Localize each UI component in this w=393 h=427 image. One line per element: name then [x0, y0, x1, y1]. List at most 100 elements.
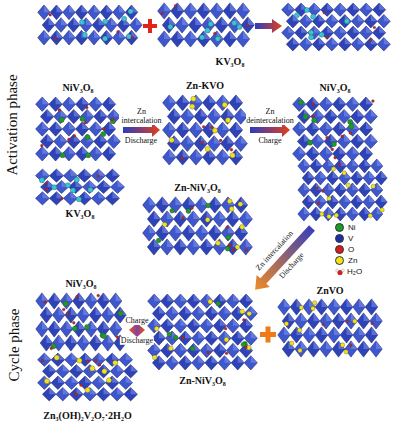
- legend-text: V: [348, 234, 353, 243]
- polyhedron-facet: [180, 319, 187, 326]
- structure-label: ZnVO: [277, 285, 383, 297]
- atom: [86, 360, 89, 363]
- polyhedron-facet: [233, 343, 240, 350]
- atom: [154, 326, 159, 331]
- polyhedron-facet: [169, 149, 176, 157]
- atom: [84, 121, 87, 124]
- polyhedron-facet: [204, 3, 211, 11]
- polyhedron-facet: [114, 134, 121, 141]
- atom: [76, 197, 81, 202]
- atom: [79, 20, 84, 25]
- vo-polyhedron: [147, 239, 160, 255]
- vo-polyhedron: [69, 180, 83, 193]
- vo-polyhedron: [282, 341, 295, 357]
- vo-polyhedron: [231, 356, 244, 370]
- atom: [73, 135, 76, 138]
- vo-polyhedron: [295, 341, 308, 357]
- polyhedron-facet: [198, 306, 205, 313]
- polyhedron-facet: [162, 197, 169, 205]
- crystal-group: [35, 3, 390, 401]
- atom: [110, 119, 115, 124]
- polyhedron-facet: [319, 15, 326, 22]
- polyhedron-facet: [193, 239, 200, 247]
- atom: [102, 127, 105, 130]
- polyhedron-facet: [316, 159, 322, 166]
- polyhedron-facet: [340, 26, 347, 33]
- polyhedron-facet: [58, 376, 65, 383]
- polyhedron-facet: [215, 197, 222, 205]
- atom: [190, 104, 195, 109]
- polyhedron-facet: [301, 341, 307, 349]
- polyhedron-facet: [384, 38, 391, 45]
- atom: [60, 153, 65, 158]
- polyhedron-facet: [340, 183, 346, 190]
- polyhedron-facet: [314, 3, 321, 10]
- polyhedron-facet: [118, 180, 125, 187]
- atom: [312, 103, 315, 106]
- polyhedron-facet: [111, 18, 117, 25]
- vo-polyhedron: [286, 38, 299, 51]
- polyhedron-facet: [207, 343, 214, 350]
- atom: [76, 295, 79, 298]
- polyhedron-facet: [288, 3, 295, 10]
- atom: [334, 213, 338, 217]
- polyhedron-facet: [366, 122, 373, 129]
- polyhedron-facet: [98, 192, 105, 199]
- atom: [349, 124, 354, 129]
- atom: [58, 109, 61, 112]
- polyhedron-facet: [198, 331, 205, 338]
- polyhedron-facet: [196, 149, 203, 157]
- arrow-label: Zn deintercalation: [246, 108, 294, 125]
- polyhedron-facet: [86, 18, 92, 25]
- legend-row: H₂O: [335, 266, 362, 277]
- polyhedron-facet: [220, 211, 227, 219]
- polyhedron-facet: [85, 353, 92, 360]
- polyhedron-facet: [220, 319, 227, 326]
- polyhedron-facet: [84, 192, 91, 199]
- polyhedron-facet: [183, 149, 190, 157]
- polyhedron-facet: [60, 134, 67, 141]
- atom: [72, 321, 75, 324]
- atom: [186, 209, 191, 214]
- atom: [117, 31, 120, 34]
- polyhedron-facet: [71, 376, 78, 383]
- atom: [45, 182, 48, 185]
- polyhedron-facet: [83, 307, 89, 315]
- structure-label: Zn-NiV₃O₈: [142, 182, 253, 194]
- atom: [45, 188, 48, 191]
- polyhedron-facet: [56, 147, 63, 154]
- polyhedron-facet: [243, 3, 250, 11]
- crystal-node: Zn-NiV₃O₈: [142, 182, 253, 254]
- polyhedron-facet: [82, 30, 88, 37]
- atom: [346, 320, 349, 323]
- atom: [348, 119, 353, 124]
- atom: [84, 324, 89, 329]
- polyhedron-facet: [345, 38, 352, 45]
- polyhedron-facet: [159, 356, 166, 363]
- polyhedron-facet: [96, 97, 103, 104]
- atom: [98, 363, 101, 366]
- polyhedron-facet: [238, 356, 245, 363]
- polyhedron-facet: [183, 122, 190, 130]
- polyhedron-facet: [54, 321, 60, 329]
- polyhedron-facet: [180, 211, 187, 219]
- polyhedron-facet: [59, 307, 65, 315]
- atom: [199, 35, 204, 40]
- polyhedron-facet: [220, 343, 227, 350]
- polyhedron-facet: [69, 5, 75, 12]
- vo-polyhedron: [38, 30, 51, 45]
- polyhedron-facet: [301, 26, 308, 33]
- polyhedron-facet: [288, 26, 295, 33]
- polyhedron-facet: [376, 313, 382, 321]
- polyhedron-facet: [230, 3, 237, 11]
- structure-label: Zn₃(OH)₂V₂O₇·2H₂O: [17, 410, 158, 422]
- vo-polyhedron: [88, 30, 101, 45]
- polyhedron-facet: [238, 306, 245, 313]
- polyhedron-facet: [314, 341, 320, 349]
- polyhedron-facet: [74, 109, 81, 116]
- polyhedron-facet: [366, 147, 373, 154]
- vo-polyhedron: [325, 38, 338, 51]
- polyhedron-facet: [225, 356, 232, 363]
- polyhedron-facet: [159, 331, 166, 338]
- polyhedron-facet: [214, 109, 221, 117]
